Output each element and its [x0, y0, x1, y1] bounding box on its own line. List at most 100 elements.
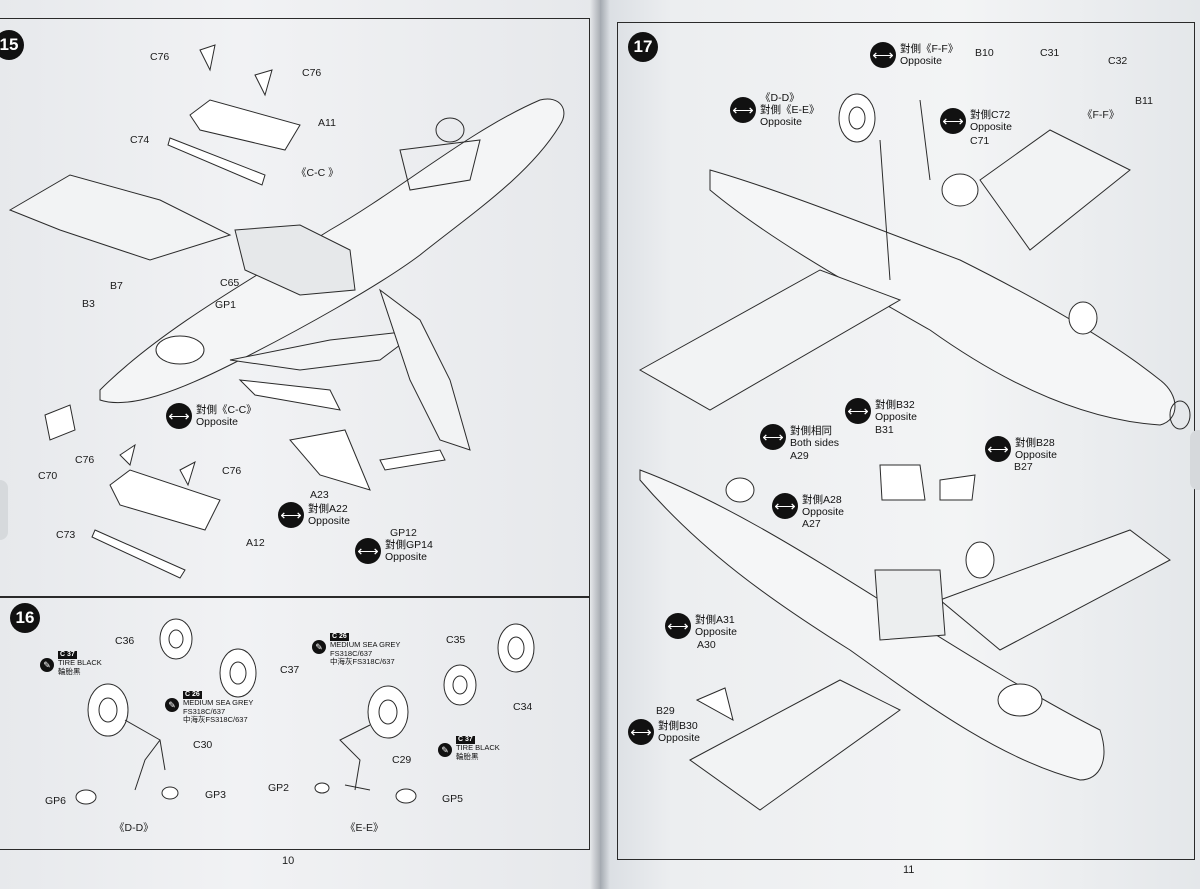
opposite-a31-en: Opposite — [695, 626, 738, 638]
binder-tab-left — [0, 480, 8, 540]
page-number-left: 10 — [282, 855, 295, 867]
opposite-b28-zh: 對側B28 — [1015, 436, 1055, 449]
both-sides-en: Both sides — [790, 437, 840, 449]
label-c31: C31 — [1040, 47, 1060, 59]
double-arrow-icon: ⟷ — [772, 493, 798, 519]
label-c76: C76 — [75, 454, 95, 466]
paint-fs-code: FS318C/637 — [330, 648, 373, 658]
label-b7: B7 — [110, 280, 123, 292]
step17-upper-aircraft-drawing — [638, 93, 1191, 430]
double-arrow-icon: ⟷ — [985, 436, 1011, 462]
label-c76: C76 — [302, 67, 322, 79]
label-a12: A12 — [246, 537, 265, 549]
opposite-ee-zh: 對側《E-E》 — [760, 104, 820, 117]
paint-fs-code: FS318C/637 — [183, 706, 226, 716]
label-ff-section: 《F-F》 — [1082, 109, 1120, 121]
label-a11: A11 — [318, 117, 336, 129]
opposite-cc-callout: ⟷ 對側《C-C》Opposite — [166, 403, 257, 429]
label-gp5: GP5 — [442, 793, 464, 805]
paint-brush-icon: ✎ — [165, 698, 179, 712]
label-c32: C32 — [1108, 55, 1128, 67]
double-arrow-icon: ⟷ — [845, 398, 871, 424]
label-c70: C70 — [38, 470, 58, 482]
paint-code: C 37 — [456, 736, 475, 745]
label-gp12: GP12 — [390, 527, 417, 539]
label-gp2: GP2 — [268, 782, 290, 794]
step17-lower-aircraft-drawing — [639, 464, 1171, 811]
label-gp6: GP6 — [45, 795, 67, 807]
label-c30: C30 — [193, 739, 213, 751]
paint-name-zh: 輪胎黑 — [456, 751, 479, 761]
opposite-cc-zh: 對側《C-C》 — [196, 403, 257, 416]
label-c71: C71 — [970, 135, 990, 147]
step-17-badge: 17 — [628, 32, 658, 62]
step16-frame — [0, 596, 590, 850]
label-cc-section: 《C-C 》 — [296, 167, 339, 179]
page-number-right: 11 — [903, 864, 915, 876]
step15-frame — [0, 18, 590, 598]
label-b11: B11 — [1135, 95, 1153, 107]
double-arrow-icon: ⟷ — [628, 719, 654, 745]
label-a27: A27 — [802, 518, 821, 530]
label-c29: C29 — [392, 754, 412, 766]
paint-code: C 26 — [330, 633, 349, 642]
label-ee-section: 《E-E》 — [345, 822, 384, 834]
label-a23: A23 — [310, 489, 329, 501]
opposite-cc-en: Opposite — [196, 416, 239, 428]
double-arrow-icon: ⟷ — [665, 613, 691, 639]
step-16-badge: 16 — [10, 603, 40, 633]
label-b3: B3 — [82, 298, 95, 310]
opposite-gp14-en: Opposite — [385, 551, 428, 563]
opposite-c72-zh: 對側C72 — [970, 108, 1011, 121]
opposite-ff-callout: ⟷ 對側《F-F》Opposite — [870, 42, 958, 68]
paint-name-zh: 輪胎黑 — [58, 666, 81, 676]
label-b31: B31 — [875, 424, 894, 436]
step-15-badge: 15 — [0, 30, 24, 60]
opposite-b28-en: Opposite — [1015, 449, 1058, 461]
label-b29: B29 — [656, 705, 675, 717]
label-c35: C35 — [446, 634, 466, 646]
double-arrow-icon: ⟷ — [166, 403, 192, 429]
label-c37: C37 — [280, 664, 300, 676]
opposite-ee-en: Opposite — [760, 116, 803, 129]
opposite-a22-zh: 對側A22 — [308, 502, 348, 515]
label-c65: C65 — [220, 277, 240, 289]
opposite-a22-en: Opposite — [308, 515, 351, 527]
double-arrow-icon: ⟷ — [730, 97, 756, 124]
opposite-a31-zh: 對側A31 — [695, 613, 735, 626]
opposite-b32-en: Opposite — [875, 411, 918, 423]
opposite-b32-zh: 對側B32 — [875, 398, 915, 411]
double-arrow-icon: ⟷ — [940, 108, 966, 134]
paint-brush-icon: ✎ — [438, 743, 452, 757]
label-gp3: GP3 — [205, 789, 227, 801]
double-arrow-icon: ⟷ — [278, 502, 304, 528]
step16-wheel-drawings — [75, 618, 535, 805]
opposite-b30-zh: 對側B30 — [658, 719, 698, 732]
opposite-a28-zh: 對側A28 — [802, 493, 842, 506]
paint-brush-icon: ✎ — [312, 640, 326, 654]
book-gutter — [590, 0, 610, 889]
label-c76: C76 — [150, 51, 170, 63]
label-dd-section: 《D-D》 — [114, 822, 154, 834]
both-sides-zh: 對側相同 — [790, 424, 832, 437]
double-arrow-icon: ⟷ — [870, 42, 896, 68]
opposite-ff-en: Opposite — [900, 55, 943, 67]
paint-code: C 26 — [183, 691, 202, 700]
opposite-a28-en: Opposite — [802, 506, 845, 518]
section-dd: 《D-D》 — [760, 92, 800, 104]
label-a29: A29 — [790, 450, 809, 462]
label-gp1: GP1 — [215, 299, 237, 311]
opposite-b30-en: Opposite — [658, 732, 701, 744]
